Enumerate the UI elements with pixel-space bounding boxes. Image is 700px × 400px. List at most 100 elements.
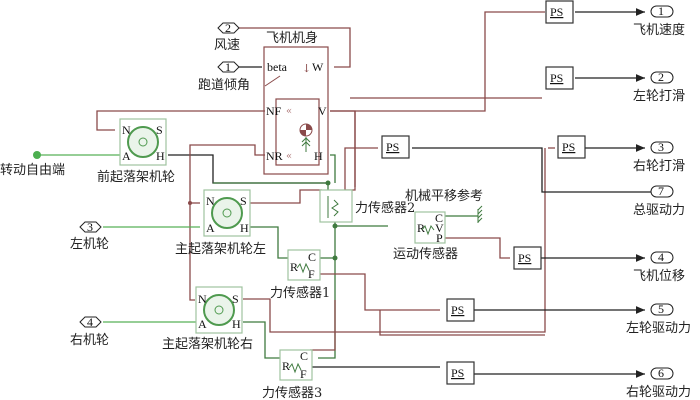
outport-number: 7 xyxy=(658,184,664,198)
spring-icon xyxy=(288,362,302,374)
wire-s3-c xyxy=(310,300,336,351)
wheel-icon xyxy=(203,294,235,326)
inport-shape xyxy=(217,22,240,34)
wheel-hub-icon xyxy=(138,137,148,147)
ps-converter-velocity[interactable]: PS xyxy=(545,0,574,24)
ps-block xyxy=(381,135,410,159)
port-n: N xyxy=(206,194,215,208)
inport-number: 4 xyxy=(87,315,93,329)
ground-icon xyxy=(477,205,483,223)
free-end-node xyxy=(33,151,41,159)
outport-4[interactable]: 4 飞机位移 xyxy=(633,250,685,284)
port-nf: NF xyxy=(266,104,282,118)
spring-icon xyxy=(327,196,339,218)
ps-label: PS xyxy=(451,366,464,380)
force-sensor-2[interactable]: 力传感器2 xyxy=(319,189,415,223)
inport-number: 1 xyxy=(225,60,231,74)
fuselage-block[interactable]: 飞机机身 beta W ↓ NF V NR H « « xyxy=(263,30,329,175)
inport-number: 3 xyxy=(87,220,93,234)
outport-label: 飞机位移 xyxy=(633,269,685,284)
outport-number: 1 xyxy=(658,4,664,18)
inport-wind[interactable]: 2 风速 xyxy=(214,21,240,53)
wire-nf-to-front-n xyxy=(96,110,265,131)
outport-7[interactable]: 7 总驱动力 xyxy=(633,184,685,218)
force-arrow-icon: « xyxy=(286,106,292,117)
wire-bottom xyxy=(379,310,545,336)
outport-3[interactable]: 3 右轮打滑 xyxy=(633,140,685,174)
mech-ref-label: 机械平移参考 xyxy=(405,188,483,204)
inport-shape xyxy=(79,221,102,233)
outport-shape xyxy=(650,141,674,154)
outport-6[interactable]: 6 右轮驱动力 xyxy=(626,366,691,400)
ps-converter-right-slip[interactable]: PS xyxy=(557,135,586,159)
wire-s2-to-ps xyxy=(344,147,378,190)
wheel-icon xyxy=(211,197,243,229)
ps-converter-left-drive[interactable]: PS xyxy=(446,298,475,322)
wheel-icon xyxy=(127,126,159,158)
port-h: H xyxy=(232,317,241,331)
sensor-block xyxy=(287,249,321,281)
outport-shape xyxy=(650,251,674,264)
ps-converter-ps1[interactable]: PS xyxy=(381,135,410,159)
inport-number: 2 xyxy=(225,21,231,35)
sensor-label: 力传感器1 xyxy=(270,285,330,301)
sensor-label: 力传感器2 xyxy=(355,200,415,216)
port-nr: NR xyxy=(266,149,283,163)
wheel-main-left[interactable]: N S A H 主起落架机轮左 xyxy=(175,189,266,257)
outport-5[interactable]: 5 左轮驱动力 xyxy=(626,302,691,336)
outport-label: 右轮打滑 xyxy=(633,159,685,174)
inport-right-wheel[interactable]: 4 右机轮 xyxy=(70,315,196,348)
output-wires xyxy=(473,8,645,378)
port-a: A xyxy=(122,149,131,163)
outport-number: 2 xyxy=(658,70,664,84)
wire-fuselage-h xyxy=(330,154,336,183)
inport-runway-angle[interactable]: 1 跑道倾角 xyxy=(198,60,250,93)
ps-label: PS xyxy=(550,5,563,19)
outport-number: 6 xyxy=(658,366,664,380)
motion-sensor[interactable]: R C V P 运动传感器 xyxy=(393,211,458,262)
free-end-label: 转动自由端 xyxy=(0,163,65,178)
wire-velocity xyxy=(330,11,545,112)
outport-number: 5 xyxy=(658,302,664,316)
port-a: A xyxy=(206,221,215,235)
ps-block xyxy=(446,361,475,385)
up-arrow-icon xyxy=(301,137,311,152)
port-f: F xyxy=(300,367,307,381)
inport-left-wheel[interactable]: 3 左机轮 xyxy=(70,220,200,252)
port-r: R xyxy=(290,260,298,274)
ps-converter-left-slip[interactable]: PS xyxy=(545,66,574,90)
inport-label: 风速 xyxy=(214,38,240,53)
port-c: C xyxy=(300,349,308,363)
wire-front-h xyxy=(168,154,328,184)
inport-shape xyxy=(217,61,240,73)
force-sensor-1[interactable]: R C F 力传感器1 xyxy=(270,249,330,301)
inport-shape xyxy=(79,316,102,328)
outport-label: 左轮打滑 xyxy=(633,89,685,104)
wheel-front[interactable]: N S A H 前起落架机轮 xyxy=(97,118,175,185)
ps-converter-right-drive[interactable]: PS xyxy=(446,361,475,385)
outport-shape xyxy=(650,185,674,198)
wheel-label: 主起落架机轮右 xyxy=(162,337,253,352)
port-s: S xyxy=(232,292,239,306)
fuselage-inner xyxy=(275,98,320,166)
ps-converter-displacement[interactable]: PS xyxy=(513,246,542,270)
sensor-label: 运动传感器 xyxy=(393,246,458,262)
wire-green-backbone xyxy=(318,215,336,359)
port-h: H xyxy=(314,149,323,163)
force-sensor-3[interactable]: R C F 力传感器3 xyxy=(262,349,322,400)
outport-shape xyxy=(650,5,674,18)
outport-1[interactable]: 1 飞机速度 xyxy=(633,4,685,38)
outport-2[interactable]: 2 左轮打滑 xyxy=(633,70,685,104)
spring-icon xyxy=(421,224,435,236)
wheel-main-right[interactable]: N S A H 主起落架机轮右 xyxy=(162,286,253,352)
outport-label: 飞机速度 xyxy=(633,22,685,38)
port-h: H xyxy=(240,221,249,235)
spring-icon xyxy=(296,262,310,274)
port-c: C xyxy=(308,250,316,264)
ps-label: PS xyxy=(562,140,575,154)
outport-label: 左轮驱动力 xyxy=(626,321,691,336)
mech-translational-reference[interactable]: 机械平移参考 xyxy=(405,188,483,223)
port-n: N xyxy=(198,292,207,306)
wire-front-h-green xyxy=(213,182,329,190)
